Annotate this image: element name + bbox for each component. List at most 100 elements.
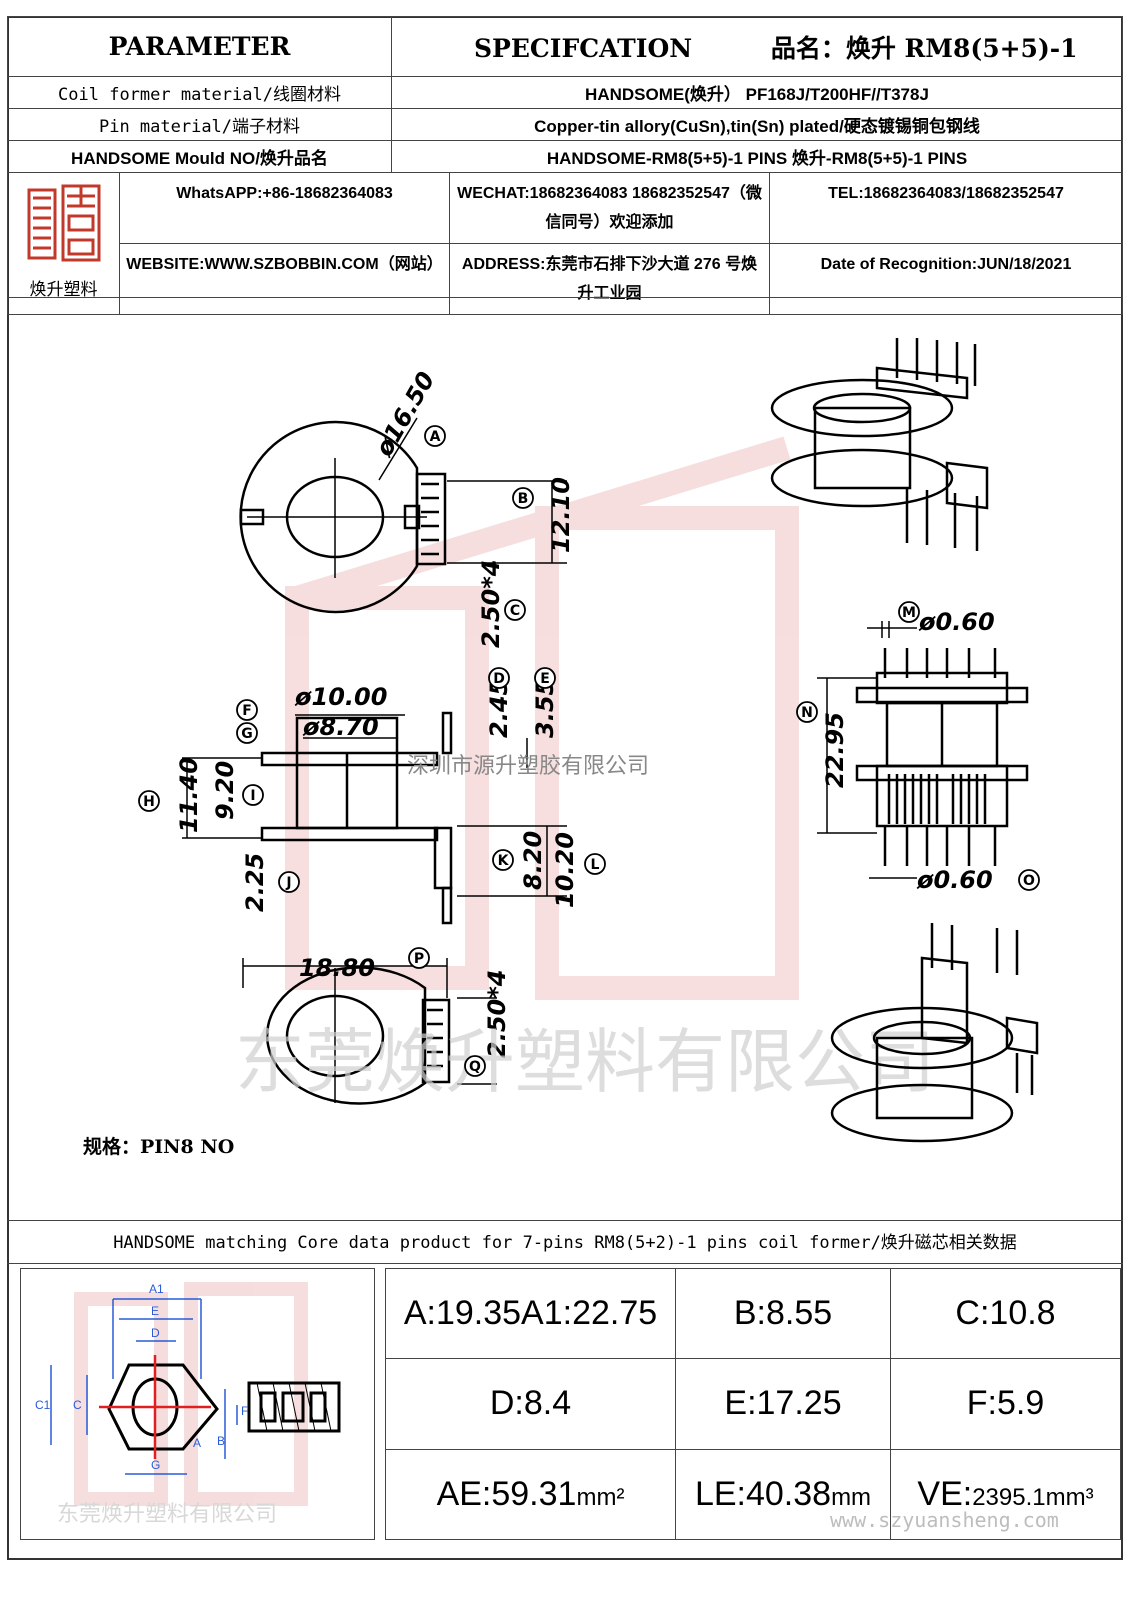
dim-f: ø10.00 [294,683,387,711]
product-name: 品名：焕升 RM8(5+5)-1 [770,33,1078,63]
marker-circle-o [1018,869,1040,891]
marker-label-a: A [430,429,441,445]
core-cell-f: F:5.9 [890,1358,1121,1450]
core-data-title: HANDSOME matching Core data product for … [7,1220,1123,1264]
dim-b: 12.10 [547,477,575,553]
marker-circle-c [504,599,526,621]
drawing-svg: ø16.50 12.10 2.50*4 ø10.00 ø8.70 11.40 [83,338,1040,1158]
marker-circle-h [138,790,160,812]
le-value: LE:40.38 [694,1474,832,1513]
dim-c: 2.50*4 [477,560,505,648]
marker-circle-e [534,667,556,689]
marker-label-l: L [591,857,600,873]
marker-circle-k [492,849,514,871]
dim-j: 2.25 [241,853,269,912]
pin-material-label: Pin material/端子材料 [7,108,392,141]
dim-o: ø0.60 [916,866,993,894]
core-label-d: D [151,1326,160,1340]
tel-cell: TEL:18682364083/18682352547 [769,172,1123,244]
core-data-table: A:19.35A1:22.75 B:8.55 C:10.8 D:8.4 E:17… [385,1267,1121,1541]
marker-label-q: Q [469,1059,481,1075]
marker-circle-p [408,947,430,969]
specification-label: SPECIFCATION [474,33,693,63]
core-label-a: A [193,1436,201,1450]
ae-value: AE:59.31 [436,1474,577,1513]
specification-header: SPECIFCATION 品名：焕升 RM8(5+5)-1 [391,16,1123,77]
marker-label-e: E [540,671,550,687]
dim-l: 10.20 [551,832,579,908]
dim-g: ø8.70 [302,713,379,741]
core-cell-le: LE:40.38mm [675,1448,891,1541]
core-cell-e: E:17.25 [675,1358,891,1450]
core-cell-a: A:19.35A1:22.75 [385,1267,676,1360]
core-cell-d: D:8.4 [385,1358,676,1450]
spec-label: 规格：PIN8 NO [83,1135,234,1158]
dim-k: 8.20 [519,831,547,890]
core-figure-svg: A1 E D C1 C F B G A 东莞焕升塑料有限公司 [35,1282,341,1527]
marker-label-j: J [285,875,291,891]
marker-group: A B C D E FG H I J K L M N O P Q [138,425,1040,1077]
company-logo-icon [27,184,100,262]
marker-circle-f [236,699,258,721]
marker-label-h: H [143,794,155,810]
watermark-large-text: 东莞焕升塑料有限公司 [235,1021,935,1103]
dim-p: 18.80 [299,954,375,982]
logo-caption: 焕升塑料 [29,280,98,300]
contact-table: 焕升塑料 WhatsAPP:+86-18682364083 WECHAT:186… [7,172,1123,315]
core-cell-ae: AE:59.31mm² [385,1448,676,1541]
marker-label-b: B [518,491,529,507]
dim-q: 2.50*4 [483,970,511,1058]
marker-label-k: K [498,853,510,869]
marker-label-n: N [801,705,813,721]
coil-material-value: HANDSOME(焕升） PF168J/T200HF//T378J [391,76,1123,109]
core-cell-ve: VE:2395.1mm³ [890,1448,1121,1541]
wechat-cell: WECHAT:18682364083 18682352547（微信同号）欢迎添加 [449,172,770,244]
site-watermark: www.szyuansheng.com [830,1508,1059,1532]
marker-label-d: D [493,671,505,687]
dim-m: ø0.60 [918,608,995,636]
dim-a: ø16.50 [369,367,440,462]
marker-circle-q [464,1055,486,1077]
address-cell: ADDRESS:东莞市石排下沙大道 276 号焕升工业园 [449,243,770,315]
core-label-c: C [73,1398,82,1412]
marker-label-m: M [902,605,916,621]
coil-material-label: Coil former material/线圈材料 [7,76,392,109]
core-cell-c: C:10.8 [890,1267,1121,1360]
le-unit: mm [831,1483,872,1511]
logo-cell: 焕升塑料 [7,172,120,315]
mould-no-label: HANDSOME Mould NO/焕升品名 [7,140,392,173]
ve-unit: 2395.1mm³ [972,1483,1094,1511]
ve-value: VE: [917,1474,973,1513]
core-label-c1: C1 [35,1398,51,1412]
marker-circle-g [236,722,258,744]
website-cell: WEBSITE:WWW.SZBOBBIN.COM（网站） [119,243,450,315]
watermark-small-text: 深圳市源升塑胶有限公司 [407,754,649,779]
spec-table: PARAMETER SPECIFCATION 品名：焕升 RM8(5+5)-1 … [7,16,1123,173]
dim-i: 9.20 [211,761,239,820]
marker-label-i: I [250,788,255,804]
dim-n: 22.95 [821,712,849,788]
marker-label-o: O [1023,873,1035,889]
mould-no-value: HANDSOME-RM8(5+5)-1 PINS 焕升-RM8(5+5)-1 P… [391,140,1123,173]
whatsapp-cell: WhatsAPP:+86-18682364083 [119,172,450,244]
marker-label-p: P [414,951,424,967]
pin-material-value: Copper-tin allory(CuSn),tin(Sn) plated/硬… [391,108,1123,141]
marker-circle-d [488,667,510,689]
marker-circle-b [512,487,534,509]
core-figure: A1 E D C1 C F B G A 东莞焕升塑料有限公司 [20,1268,375,1540]
core-label-f: F [241,1404,248,1418]
marker-label-f: F [242,703,252,719]
marker-label-c: C [510,603,520,619]
marker-circle-m [898,601,920,623]
dim-h: 11.40 [175,757,203,833]
parameter-header: PARAMETER [7,16,392,77]
core-label-e: E [151,1304,159,1318]
marker-circle-l [584,853,606,875]
marker-circle-j [278,871,300,893]
marker-circle-i [242,784,264,806]
core-label-a1: A1 [149,1282,164,1296]
marker-circle-a [424,425,446,447]
core-label-g: G [151,1458,160,1472]
ae-unit: mm² [576,1483,625,1511]
marker-label-g: G [241,726,253,742]
